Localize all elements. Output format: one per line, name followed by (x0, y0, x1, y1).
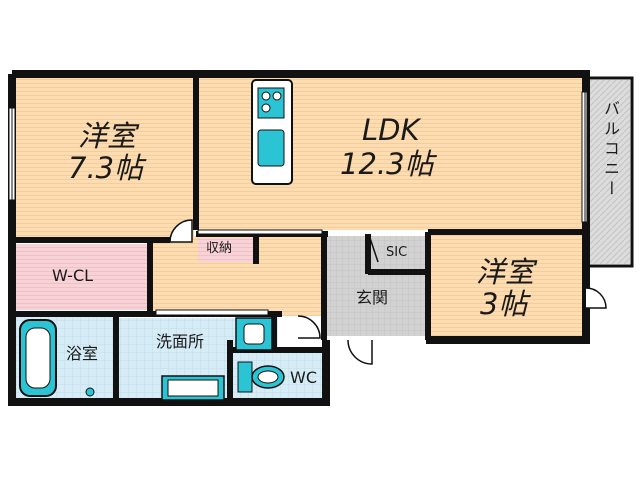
floor-drain (85, 387, 95, 397)
balcony-label: バルコニー (601, 100, 620, 200)
ldk-label: LDK (362, 113, 420, 147)
wash-basin (235, 317, 273, 351)
ldk-size: 12.3帖 (340, 147, 434, 181)
doors (169, 219, 607, 365)
western-room-2-label: 洋室 (476, 255, 535, 289)
western-room-2-size: 3帖 (480, 287, 528, 321)
western-room-1-size: 7.3帖 (68, 151, 144, 185)
western-room-1-label: 洋室 (78, 119, 137, 153)
balcony-floor (588, 80, 630, 264)
wcl-label: W-CL (52, 266, 94, 285)
bath-label: 浴室 (66, 344, 99, 363)
bathtub (19, 319, 57, 397)
entrance-floor (326, 236, 426, 336)
wc-label: WC (290, 368, 317, 387)
sic-label: SIC (386, 245, 408, 260)
toilet (237, 361, 285, 393)
kitchen-counter (251, 79, 293, 185)
western-room-2-floor (428, 232, 582, 336)
western-room-1-floor (14, 78, 194, 240)
washroom-label: 洗面所 (156, 332, 205, 351)
wcl-floor (14, 244, 148, 310)
entrance-label: 玄関 (356, 288, 389, 307)
balcony-frame (586, 76, 634, 268)
storage-floor (198, 238, 254, 262)
washing-machine (161, 375, 225, 401)
storage-label: 収納 (206, 241, 233, 256)
